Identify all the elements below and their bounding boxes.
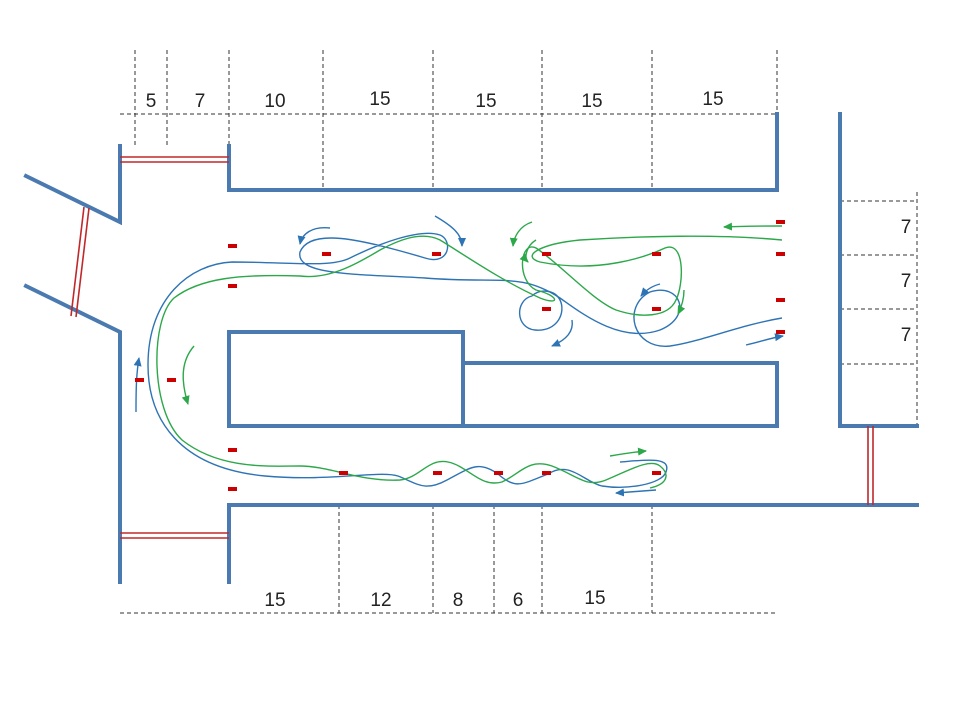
blue-path-center-loop xyxy=(518,290,563,331)
bottom-dimension-2: 12 xyxy=(370,590,391,611)
top-wall xyxy=(227,112,779,192)
right-dimension-2: 7 xyxy=(901,271,912,292)
top-dimension-1: 5 xyxy=(146,91,157,112)
green-path-right-arrow xyxy=(677,289,686,315)
blue-path-top-arrow xyxy=(434,215,466,247)
entry-door xyxy=(70,206,85,317)
top-dimension-7: 15 xyxy=(702,89,723,110)
top-dimension-3: 10 xyxy=(264,91,285,112)
lower-entry-wall xyxy=(23,283,122,584)
blue-path-center-arrow xyxy=(551,319,573,347)
top-dimension-5: 15 xyxy=(475,91,496,112)
right-dimension-3: 7 xyxy=(901,325,912,346)
green-path-entry-arrow xyxy=(723,222,783,231)
blue-path-left-arrow xyxy=(133,357,142,413)
green-path xyxy=(156,221,783,489)
green-path-bottom-arrow xyxy=(609,447,647,457)
right-guide-lines xyxy=(840,192,918,426)
blue-path-bottom-arrow xyxy=(615,488,657,497)
bottom-guide-lines xyxy=(120,505,778,614)
blue-path-main xyxy=(147,232,783,488)
right-dimension-labels: 7 7 7 xyxy=(901,217,912,346)
top-dimension-2: 7 xyxy=(195,91,206,112)
bottom-dimension-1: 15 xyxy=(264,590,285,611)
center-island-wall xyxy=(227,330,779,428)
bottom-dimension-3: 8 xyxy=(453,590,464,611)
bottom-dimension-labels: 15 12 8 6 15 xyxy=(264,588,605,611)
right-booth-wall xyxy=(838,112,919,428)
top-guide-lines xyxy=(120,50,778,190)
blue-path-exit-arrow xyxy=(745,333,784,346)
top-dimension-6: 15 xyxy=(581,91,602,112)
upper-entry-wall xyxy=(23,144,122,226)
doors xyxy=(70,156,874,539)
green-path-left-arrow xyxy=(181,345,195,405)
green-path-main xyxy=(156,235,783,489)
green-path-inner-arrow xyxy=(519,239,537,263)
bottom-dimension-4: 6 xyxy=(513,590,524,611)
top-dimension-labels: 5 7 10 15 15 15 15 xyxy=(146,89,724,112)
walls xyxy=(23,112,919,584)
bottom-wall xyxy=(227,503,919,584)
blue-path-right-loop-arrow xyxy=(640,283,661,297)
blue-path xyxy=(133,215,784,497)
right-dimension-1: 7 xyxy=(901,217,912,238)
green-path-top-arrow xyxy=(509,221,533,247)
cone-markers xyxy=(135,220,785,491)
top-dimension-4: 15 xyxy=(369,89,390,110)
blue-path-loop-arrow xyxy=(297,227,331,245)
bottom-dimension-5: 15 xyxy=(584,588,605,609)
